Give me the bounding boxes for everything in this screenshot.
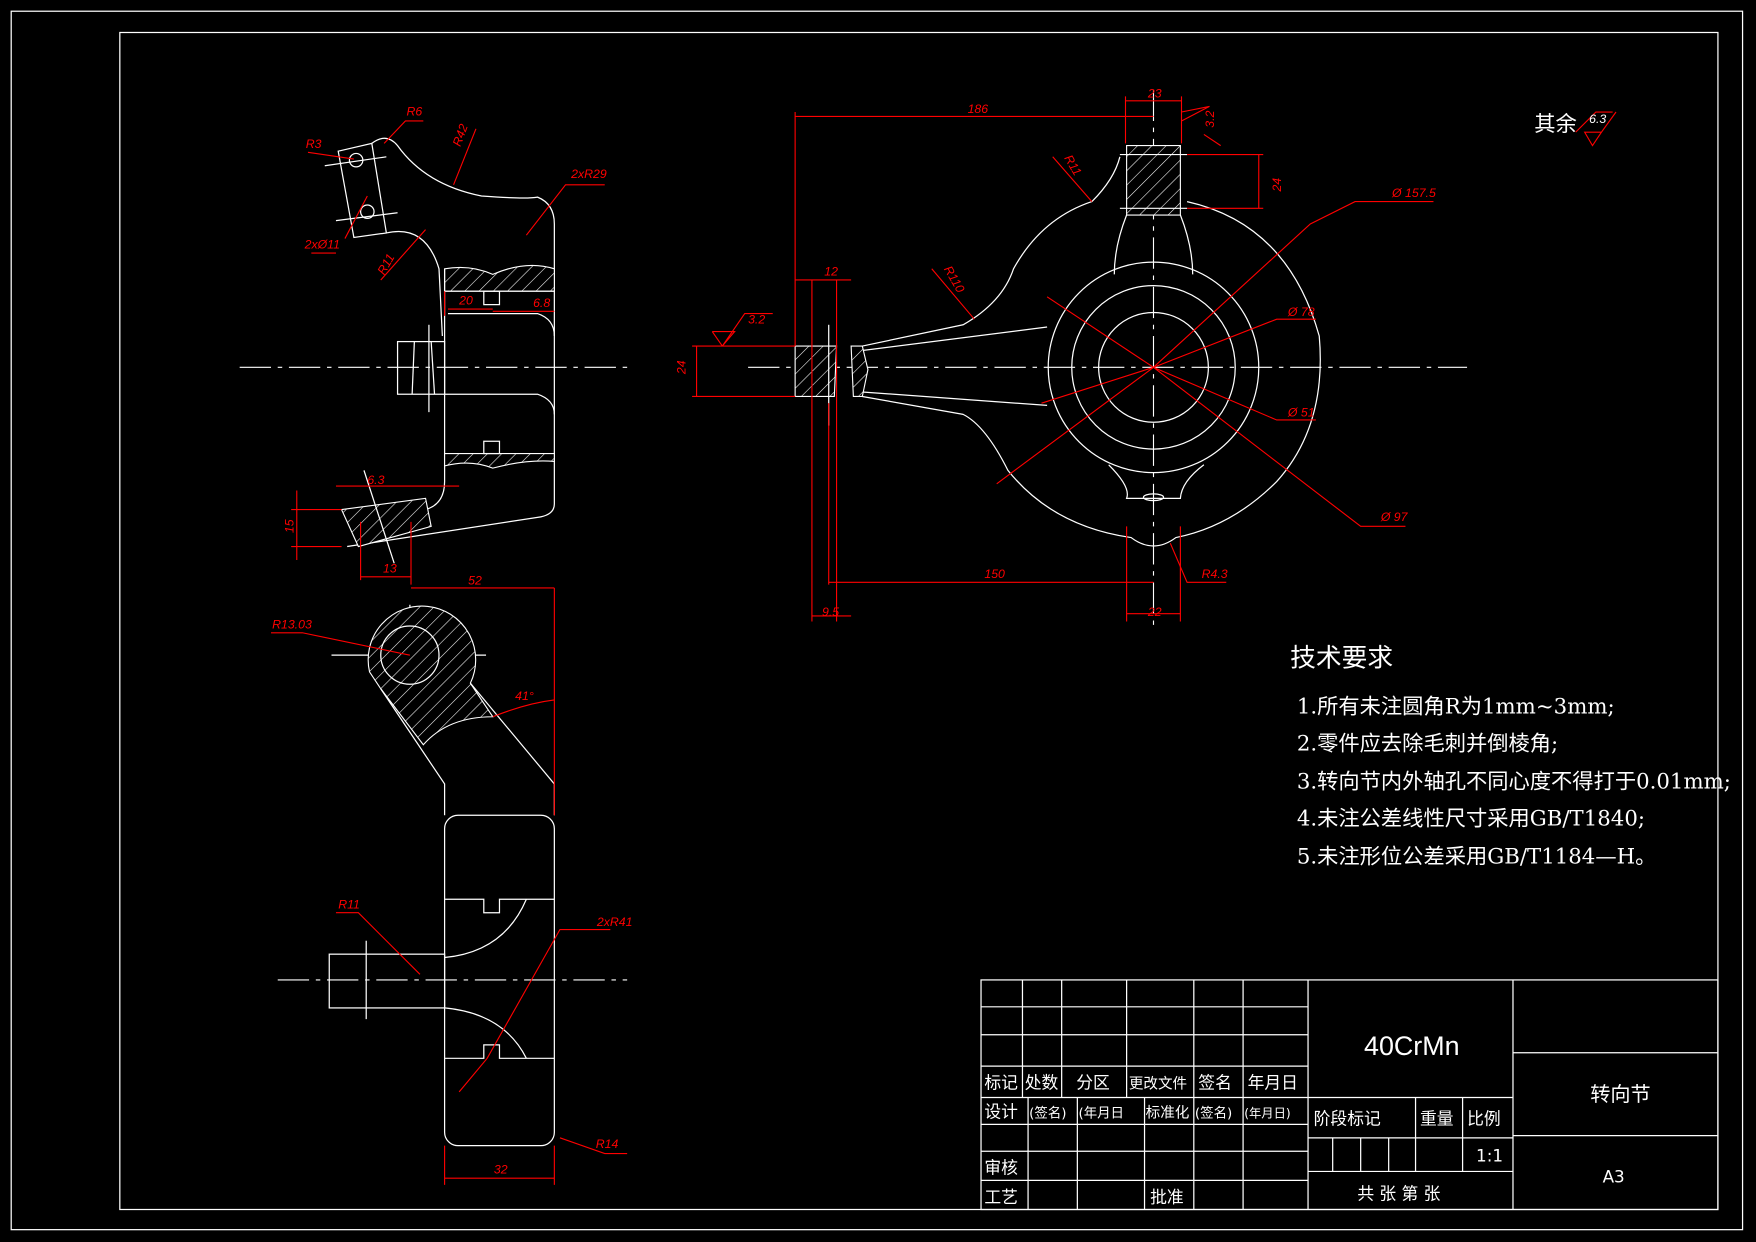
- dim-r11-top: R11: [375, 251, 398, 277]
- other-roughness-label: 其余: [1534, 112, 1577, 137]
- main-view: [748, 89, 1468, 628]
- dim-r11-bottom: R11: [338, 897, 360, 911]
- dim-150: 150: [984, 567, 1005, 581]
- tb-review: 审核: [984, 1158, 1018, 1178]
- left-bottom-view: [277, 604, 628, 1147]
- dim-15: 15: [282, 519, 296, 533]
- inner-frame: [119, 31, 1719, 1211]
- dim-r4-3: R4.3: [1202, 567, 1228, 581]
- tb-signature: 签名: [1198, 1073, 1232, 1093]
- outer-border: [10, 10, 1744, 1231]
- tb-std-date: (年月日): [1244, 1107, 1290, 1121]
- dim-d78: Ø 78: [1287, 305, 1315, 319]
- left-top-view: [239, 137, 628, 564]
- tb-mark: 标记: [984, 1073, 1018, 1093]
- tb-approve: 批准: [1150, 1187, 1184, 1207]
- tb-stage-mark: 阶段标记: [1314, 1108, 1381, 1128]
- dim-24-left: 24: [674, 360, 688, 375]
- dim-r11-main: R11: [1061, 152, 1084, 178]
- dim-6-3: 6.3: [367, 473, 384, 487]
- scale-value: 1:1: [1476, 1145, 1503, 1165]
- other-roughness-value: 6.3: [1589, 112, 1606, 126]
- tech-requirement-item: 4.未注公差线性尺寸采用GB/T1840;: [1297, 806, 1645, 831]
- dim-186: 186: [968, 102, 989, 116]
- tb-change-doc: 更改文件: [1129, 1076, 1187, 1093]
- dim-d51: Ø 51: [1287, 406, 1315, 420]
- dim-6-8: 6.8: [533, 296, 550, 310]
- tb-std-sign: (签名): [1195, 1105, 1232, 1122]
- tech-requirement-item: 1.所有未注圆角R为1mm~3mm;: [1297, 694, 1615, 719]
- dim-2xd11: 2xØ11: [304, 238, 340, 252]
- dim-12: 12: [824, 265, 838, 279]
- dim-24-top: 24: [1270, 178, 1284, 193]
- dim-r14: R14: [596, 1137, 619, 1151]
- dim-roughness-3-2-top: 3.2: [1203, 110, 1217, 127]
- dim-22: 22: [1147, 605, 1162, 619]
- dim-d97: Ø 97: [1380, 510, 1409, 524]
- dim-13: 13: [383, 561, 397, 575]
- dim-r13-03: R13.03: [272, 617, 312, 631]
- tb-design-date: (年月日: [1078, 1106, 1124, 1122]
- dim-23: 23: [1147, 86, 1162, 100]
- tb-sheets: 共 张 第 张: [1357, 1183, 1440, 1203]
- dim-r3: R3: [306, 137, 322, 151]
- tb-zone: 分区: [1076, 1073, 1110, 1093]
- dim-r6: R6: [407, 104, 423, 118]
- tb-standardization: 标准化: [1146, 1105, 1190, 1122]
- tb-ratio: 比例: [1467, 1108, 1501, 1128]
- tb-count: 处数: [1025, 1073, 1059, 1093]
- tb-design-sign: (签名): [1029, 1105, 1066, 1122]
- tech-requirements: 技术要求 1.所有未注圆角R为1mm~3mm; 2.零件应去除毛刺并倒棱角; 3…: [1290, 643, 1731, 869]
- tech-requirement-item: 3.转向节内外轴孔不同心度不得打于0.01mm;: [1297, 769, 1731, 794]
- dim-d157-5: Ø 157.5: [1391, 186, 1436, 200]
- tb-process: 工艺: [984, 1187, 1018, 1207]
- part-name: 转向节: [1590, 1082, 1650, 1106]
- tech-requirement-item: 5.未注形位公差采用GB/T1184—H。: [1297, 844, 1657, 869]
- tb-design: 设计: [984, 1102, 1018, 1122]
- tb-weight: 重量: [1420, 1108, 1454, 1128]
- dim-41-deg: 41°: [515, 689, 534, 703]
- dim-52: 52: [468, 574, 482, 588]
- title-block: 标记 处数 分区 更改文件 签名 年月日 设计 (签名) (年月日 标准化 (签…: [980, 979, 1719, 1211]
- dim-r110: R110: [941, 263, 967, 295]
- dim-2xr41: 2xR41: [596, 915, 633, 929]
- tech-requirement-item: 2.零件应去除毛刺并倒棱角;: [1297, 731, 1558, 756]
- dim-roughness-3-2-left: 3.2: [748, 313, 765, 327]
- tb-date: 年月日: [1248, 1073, 1298, 1093]
- dim-r42: R42: [450, 122, 471, 148]
- dim-32: 32: [494, 1163, 508, 1177]
- dim-2xr29: 2xR29: [570, 167, 607, 181]
- material: 40CrMn: [1364, 1031, 1460, 1061]
- dimension-lines: [271, 96, 1617, 1185]
- dim-20: 20: [458, 294, 473, 308]
- sheet-size: A3: [1603, 1167, 1625, 1187]
- dim-9-5: 9.5: [822, 605, 839, 619]
- tech-requirements-title: 技术要求: [1290, 643, 1393, 673]
